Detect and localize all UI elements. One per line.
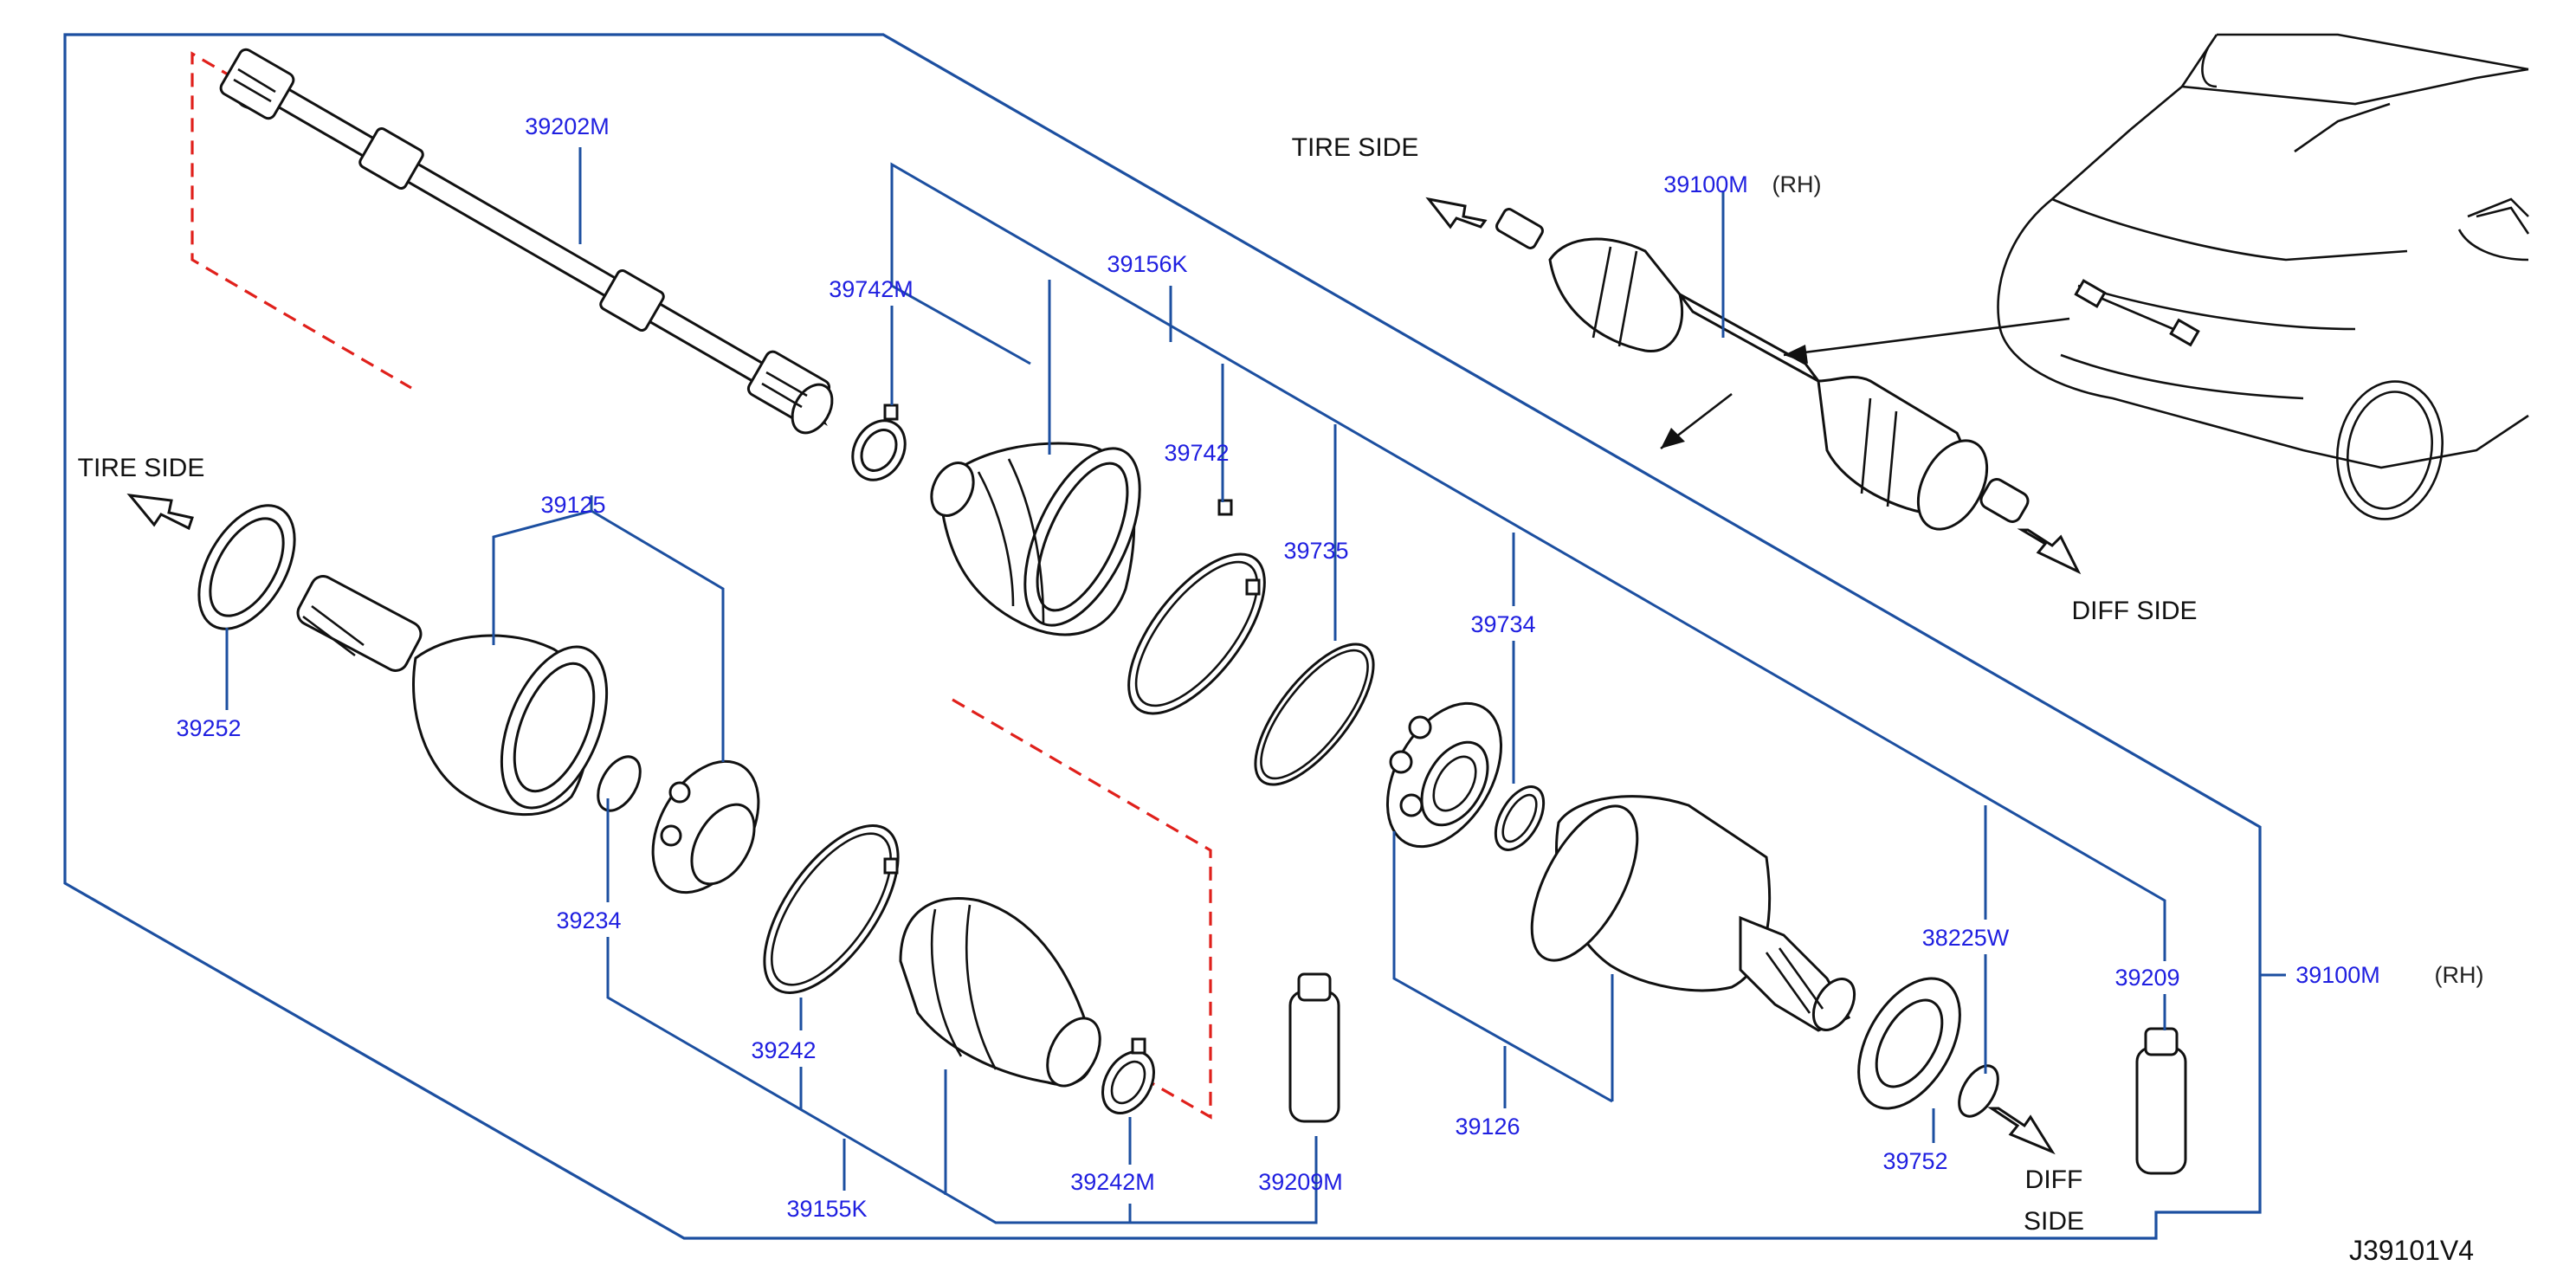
ring-39735 (1254, 642, 1375, 786)
label-39126: 39126 (1455, 1114, 1520, 1140)
seal-39252 (197, 504, 296, 630)
grease-tube-39209m (1288, 972, 1340, 1123)
label-39735: 39735 (1283, 538, 1348, 564)
boot-outer (930, 442, 1141, 636)
assembly-frame (63, 33, 2262, 1240)
note-tire-side-top: TIRE SIDE (1292, 133, 1419, 162)
cage-39126 (1385, 701, 1503, 849)
label-39100m-top: 39100M (1663, 171, 1748, 197)
shaft-dashed-indicator-mid (952, 698, 1212, 1120)
band-39242m (1101, 1037, 1155, 1114)
label-39234: 39234 (556, 907, 621, 933)
label-39752: 39752 (1882, 1148, 1947, 1174)
car-outline-icon (1997, 33, 2530, 520)
pointer-arrows (1660, 317, 2070, 450)
ring-38225w (1958, 1064, 1999, 1118)
note-tire-side-left: TIRE SIDE (78, 454, 205, 482)
label-39742: 39742 (1164, 440, 1229, 466)
label-39242m: 39242M (1070, 1169, 1155, 1195)
label-39742m: 39742M (829, 276, 914, 302)
label-rh-right: (RH) (2435, 962, 2484, 988)
joint-housing-diff-side (1530, 795, 1856, 1032)
seal-39752 (1857, 977, 1961, 1110)
band-39742 (1127, 499, 1266, 715)
note-diff-side-right: DIFF SIDE (2071, 597, 2197, 625)
labels: 39202M 39742M 39156K 39742 39735 39734 3… (78, 113, 2484, 1266)
label-39209m: 39209M (1258, 1169, 1343, 1195)
note-diff-side-bottom-1: DIFF (2025, 1166, 2083, 1194)
outer-joint-39125 (296, 575, 609, 817)
note-diff-side-bottom-2: SIDE (2024, 1207, 2084, 1236)
label-39156k: 39156K (1107, 251, 1187, 277)
label-39209: 39209 (2114, 965, 2179, 991)
label-39125: 39125 (540, 492, 605, 518)
ring-39734 (1494, 785, 1546, 851)
label-39155k: 39155K (786, 1196, 867, 1222)
label-39734: 39734 (1470, 611, 1535, 637)
drawing-code: J39101V4 (2349, 1235, 2474, 1266)
leader-lines (225, 147, 2286, 1224)
label-39242: 39242 (751, 1037, 816, 1063)
ring-39234 (597, 755, 642, 812)
drive-shaft-assembly-39100m (1495, 208, 2030, 531)
label-38225w: 38225W (1922, 925, 2010, 951)
band-39742m (851, 404, 907, 481)
band-39242 (763, 824, 900, 994)
label-39252: 39252 (176, 715, 241, 741)
inner-race (651, 759, 760, 894)
label-39100m-right: 39100M (2295, 962, 2380, 988)
grease-tube-39209 (2135, 1027, 2187, 1175)
label-rh-top: (RH) (1772, 171, 1822, 197)
label-39202m: 39202M (525, 113, 610, 139)
boot-inner (899, 897, 1101, 1088)
arrow-icon (126, 197, 2082, 1155)
shaft-39202m (219, 48, 834, 435)
shaft-dashed-indicator-top (190, 51, 412, 390)
